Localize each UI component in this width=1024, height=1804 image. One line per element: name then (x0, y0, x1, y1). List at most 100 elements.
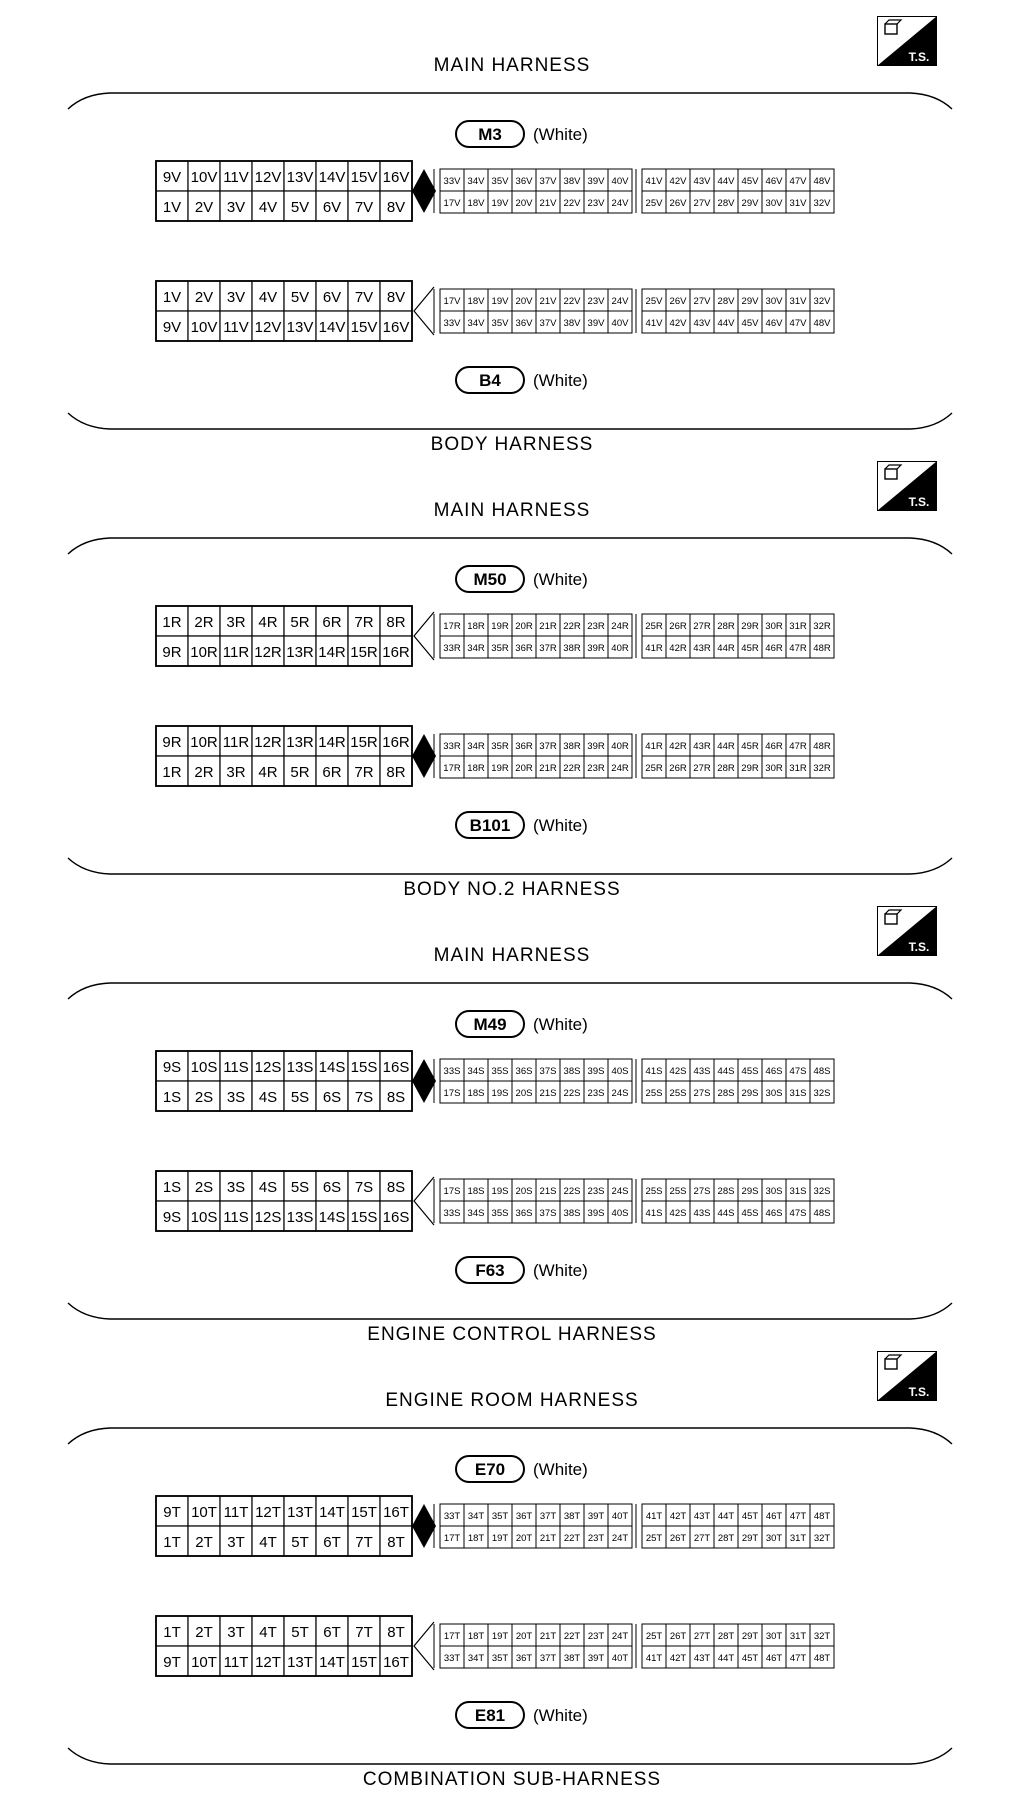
small-terminal-label: 46V (766, 176, 784, 187)
small-terminal-label: 30R (765, 621, 783, 632)
small-terminal-label: 40V (612, 176, 630, 187)
terminal-label: 1V (163, 199, 181, 216)
connector-id: M50 (473, 570, 506, 589)
small-terminal-label: 48S (814, 1066, 831, 1077)
terminal-label: 5R (290, 614, 309, 631)
terminal-label: 16T (383, 1504, 409, 1521)
small-terminal-label: 38S (564, 1208, 581, 1219)
small-terminal-label: 40R (611, 643, 629, 654)
terminal-cell (379, 1080, 413, 1112)
lower-connector-label: F63(White) (455, 1256, 588, 1284)
terminal-cell (379, 1200, 413, 1232)
terminal-label: 11S (223, 1209, 249, 1226)
terminal-cell (219, 755, 253, 787)
small-terminal-label: 46R (765, 741, 783, 752)
terminal-cell (251, 1200, 285, 1232)
small-terminal-label: 48S (814, 1208, 831, 1219)
small-terminal-label: 22V (564, 198, 582, 209)
small-terminal-label: 28T (718, 1533, 735, 1544)
terminal-cell (155, 1495, 189, 1527)
small-terminal-label: 32T (814, 1631, 831, 1642)
small-terminal-cell (809, 1200, 835, 1224)
small-terminal-label: 22R (563, 763, 581, 774)
small-terminal-label: 43T (694, 1511, 711, 1522)
small-terminal-label: 20R (515, 763, 533, 774)
small-terminal-label: 46S (766, 1208, 783, 1219)
terminal-cell (219, 635, 253, 667)
small-terminal-label: 17T (444, 1631, 461, 1642)
small-terminal-label: 19S (492, 1088, 509, 1099)
harness-outline-top (67, 982, 953, 1000)
small-terminal-label: 17S (444, 1186, 461, 1197)
lower-connector-label: B4(White) (455, 366, 588, 394)
small-terminal-cell (607, 1645, 633, 1669)
lock-arrow-hollow (413, 1176, 435, 1226)
small-terminal-label: 47R (789, 643, 807, 654)
terminal-label: 4R (258, 764, 277, 781)
terminal-label: 11T (224, 1504, 249, 1521)
harness-outline-top (67, 537, 953, 555)
small-terminal-label: 29R (741, 763, 759, 774)
terminal-label: 10R (190, 734, 218, 751)
small-terminal-label: 44T (718, 1653, 735, 1664)
terminal-label: 9T (163, 1504, 181, 1521)
connector-id: M3 (478, 125, 502, 144)
small-terminal-label: 31T (790, 1533, 807, 1544)
small-terminal-label: 36R (515, 741, 533, 752)
terminal-cell (379, 725, 413, 757)
terminal-label: 11S (223, 1059, 249, 1076)
small-terminal-label: 47T (790, 1511, 807, 1522)
small-terminal-label: 21S (540, 1088, 557, 1099)
harness-outline-bottom (67, 1747, 953, 1765)
terminal-cell (379, 310, 413, 342)
terminal-label: 14R (318, 734, 346, 751)
small-terminal-label: 18S (468, 1088, 485, 1099)
connector-color: (White) (533, 816, 588, 835)
small-terminal-label: 25S (646, 1186, 663, 1197)
small-terminal-label: 45T (742, 1511, 759, 1522)
terminal-label: 2V (195, 199, 213, 216)
terminal-label: 3S (227, 1179, 245, 1196)
small-terminal-label: 33V (444, 318, 462, 329)
small-terminal-label: 42R (669, 643, 687, 654)
small-terminal-cell (809, 310, 835, 334)
terminal-cell (283, 160, 317, 192)
small-terminal-label: 44V (718, 176, 736, 187)
terminal-label: 10S (191, 1059, 218, 1076)
small-terminal-label: 40V (612, 318, 630, 329)
small-terminal-label: 29V (742, 198, 760, 209)
small-terminal-label: 19T (492, 1533, 509, 1544)
small-terminal-label: 21R (539, 621, 557, 632)
small-terminal-label: 30S (766, 1186, 783, 1197)
connector-id: B4 (479, 371, 501, 390)
terminal-cell (187, 160, 221, 192)
small-terminal-label: 25R (645, 763, 663, 774)
small-terminal-label: 42R (669, 741, 687, 752)
small-terminal-label: 29R (741, 621, 759, 632)
terminal-label: 16R (382, 734, 410, 751)
small-terminal-label: 45S (742, 1066, 759, 1077)
terminal-label: 4T (259, 1624, 277, 1641)
terminal-label: 5S (291, 1089, 309, 1106)
terminal-label: 4S (259, 1089, 277, 1106)
terminal-label: 15R (350, 644, 378, 661)
small-terminal-label: 23S (588, 1186, 605, 1197)
terminal-cell (251, 1645, 285, 1677)
upper-connector-label: E70(White) (455, 1455, 588, 1483)
connector-color: (White) (533, 125, 588, 144)
small-terminal-label: 47S (790, 1208, 807, 1219)
small-terminal-label: 33T (444, 1511, 461, 1522)
small-terminal-label: 36T (516, 1653, 533, 1664)
small-terminal-label: 25V (646, 296, 664, 307)
small-terminal-label: 33R (443, 643, 461, 654)
small-terminal-label: 38T (564, 1511, 581, 1522)
terminal-label: 3S (227, 1089, 245, 1106)
terminal-label: 8S (387, 1179, 405, 1196)
small-terminal-label: 41T (646, 1511, 663, 1522)
small-terminal-label: 28R (717, 621, 735, 632)
terminal-label: 6T (323, 1624, 341, 1641)
small-terminal-label: 24R (611, 763, 629, 774)
small-terminal-label: 18R (467, 763, 485, 774)
small-terminal-label: 38V (564, 318, 582, 329)
